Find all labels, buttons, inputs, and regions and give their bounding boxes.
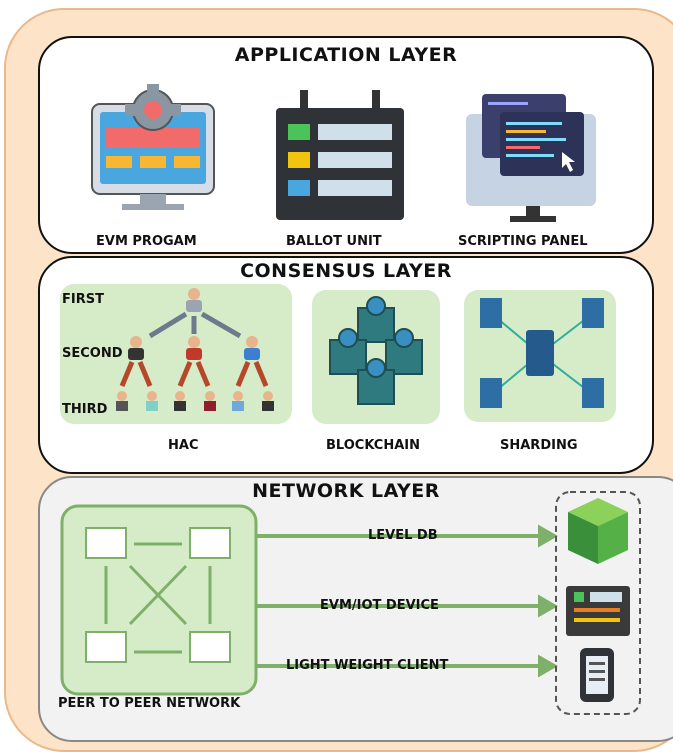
consensus-layer-title: CONSENSUS LAYER [240, 260, 452, 282]
ballot-unit-icon [276, 90, 404, 220]
network-layer-title: NETWORK LAYER [252, 480, 440, 502]
connection-arrows [256, 524, 559, 678]
blockchain-label: BLOCKCHAIN [326, 438, 421, 453]
light-weight-client-label: LIGHT WEIGHT CLIENT [286, 658, 449, 673]
sharding-servers-icon [480, 298, 604, 408]
consensus-layer-box: CONSENSUS LAYER [38, 256, 654, 474]
blockchain-cubes-icon [329, 296, 423, 405]
hac-label: HAC [168, 438, 199, 453]
ballot-unit-label: BALLOT UNIT [286, 234, 382, 249]
p2p-computers-icon [85, 527, 231, 663]
evm-iot-device-label: EVM/IOT DEVICE [320, 598, 439, 613]
application-layer-box: APPLICATION LAYER [38, 36, 654, 254]
hierarchy-icon [116, 288, 274, 411]
p2p-network-label: PEER TO PEER NETWORK [58, 696, 241, 711]
network-layer-box: NETWORK LAYER [38, 476, 673, 742]
hac-panel [60, 284, 292, 424]
sharding-label: SHARDING [500, 438, 578, 453]
database-cube-icon [568, 498, 628, 564]
blockchain-panel [312, 290, 440, 424]
level-db-label: LEVEL DB [368, 528, 438, 543]
evm-program-label: EVM PROGAM [96, 234, 197, 249]
phone-client-icon [580, 648, 614, 702]
scripting-panel-label: SCRIPTING PANEL [458, 234, 588, 249]
hac-level-first: FIRST [62, 292, 104, 307]
hac-level-second: SECOND [62, 346, 123, 361]
application-layer-title: APPLICATION LAYER [234, 44, 458, 66]
code-monitor-icon [466, 94, 596, 222]
devices-panel [555, 491, 641, 715]
hac-level-third: THIRD [62, 402, 108, 417]
iot-device-icon [566, 586, 630, 636]
monitor-gear-icon [91, 84, 215, 210]
